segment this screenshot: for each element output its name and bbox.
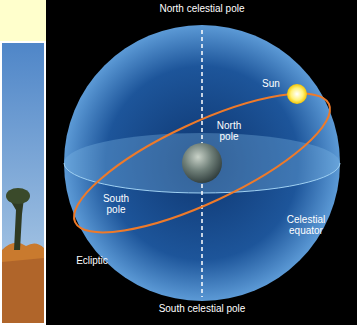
ecliptic-label: Ecliptic <box>67 255 117 266</box>
pole-label: South celestial pole <box>147 303 257 314</box>
sun-label: Sun <box>256 78 286 89</box>
pole-label: North pole <box>212 120 246 142</box>
pole-label: South pole <box>99 193 133 215</box>
pole-label: North celestial pole <box>157 3 247 14</box>
equator-label: Celestial equator <box>278 214 334 236</box>
